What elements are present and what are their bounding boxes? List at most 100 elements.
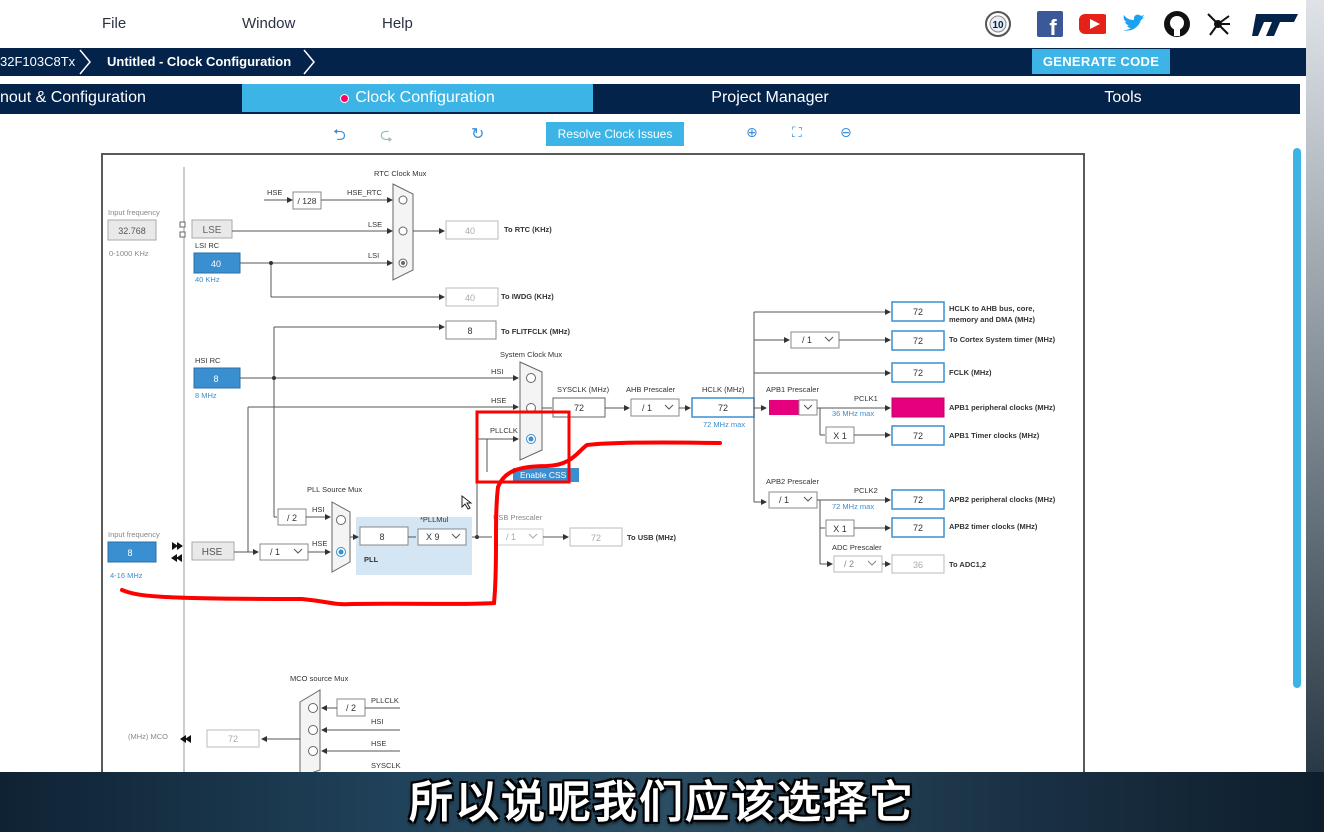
apb2-prescaler-select[interactable] bbox=[768, 491, 818, 509]
hse-rtc-label: HSE_RTC bbox=[347, 188, 382, 197]
mco-hsi-label: HSI bbox=[371, 717, 384, 726]
output-field[interactable] bbox=[891, 425, 945, 446]
output-value: 72 bbox=[913, 307, 923, 317]
zoom-in-icon[interactable]: ⊕ bbox=[746, 124, 758, 140]
tab-clock-configuration[interactable]: Clock Configuration bbox=[242, 84, 593, 112]
breadcrumb-project[interactable]: Untitled - Clock Configuration bbox=[107, 54, 292, 69]
generate-code-button[interactable]: GENERATE CODE bbox=[1032, 49, 1170, 74]
pll-mux-hse-label: HSE bbox=[312, 539, 327, 548]
pll-input-value: 8 bbox=[379, 532, 384, 542]
pll-block bbox=[356, 517, 472, 575]
resolve-clock-issues-button[interactable]: Resolve Clock Issues bbox=[546, 122, 684, 146]
sys-mux-hse-label: HSE bbox=[491, 396, 506, 405]
sys-mux-radio-hsi[interactable] bbox=[526, 373, 536, 383]
ahb-prescaler-select[interactable] bbox=[630, 398, 680, 417]
iwdg-output-field[interactable] bbox=[445, 287, 499, 307]
pll-source-mux-label: PLL Source Mux bbox=[307, 485, 362, 494]
output-field[interactable] bbox=[891, 517, 945, 538]
facebook-icon[interactable]: f bbox=[1036, 10, 1064, 38]
menu-help[interactable]: Help bbox=[382, 15, 413, 32]
st-logo-icon[interactable] bbox=[1250, 10, 1300, 38]
ahb-prescaler-value: / 1 bbox=[642, 403, 652, 413]
fit-screen-icon[interactable]: ⛶ bbox=[792, 124, 802, 140]
hse-box-label: HSE bbox=[202, 547, 223, 558]
svg-text:10: 10 bbox=[992, 20, 1004, 31]
lse-box bbox=[191, 219, 233, 239]
pclk1-label: PCLK1 bbox=[854, 394, 878, 403]
network-icon[interactable] bbox=[1204, 10, 1232, 38]
usb-output-label: To USB (MHz) bbox=[627, 533, 677, 542]
flitfclk-output-field[interactable] bbox=[445, 320, 497, 340]
hclk-value: 72 bbox=[718, 403, 728, 413]
vertical-scrollbar[interactable] bbox=[1293, 148, 1301, 688]
twitter-icon[interactable] bbox=[1120, 10, 1148, 38]
rtc-lsi-label: LSI bbox=[368, 251, 379, 260]
window-edge bbox=[1306, 0, 1324, 832]
output-label: To Cortex System timer (MHz) bbox=[949, 335, 1056, 344]
rtc-output-value: 40 bbox=[465, 226, 475, 236]
lse-input-field[interactable] bbox=[107, 219, 157, 241]
adc-prescaler-select[interactable] bbox=[833, 555, 883, 573]
rtc-output-field[interactable] bbox=[445, 220, 499, 240]
mco-radio-hsi[interactable] bbox=[308, 725, 318, 735]
output-field[interactable] bbox=[891, 301, 945, 322]
hse-input-field[interactable] bbox=[107, 541, 157, 563]
mco-pllclk-label: PLLCLK bbox=[371, 696, 399, 705]
anniversary-badge-icon[interactable]: 10 bbox=[984, 10, 1012, 38]
refresh-icon[interactable]: ↻ bbox=[471, 126, 485, 143]
cortex-div-select[interactable] bbox=[790, 331, 840, 349]
rtc-radio-lse[interactable] bbox=[398, 226, 408, 236]
zoom-out-icon[interactable]: ⊖ bbox=[840, 124, 852, 140]
mco-div2-value: / 2 bbox=[346, 703, 356, 713]
pll-input-field[interactable] bbox=[359, 526, 409, 546]
output-field-error[interactable] bbox=[891, 397, 945, 418]
video-subtitle: 所以说呢我们应该选择它 bbox=[409, 778, 915, 827]
output-field[interactable] bbox=[891, 362, 945, 383]
lsi-rc-label: LSI RC bbox=[195, 241, 220, 250]
usb-prescaler-label: USB Prescaler bbox=[493, 513, 543, 522]
usb-prescaler-select[interactable] bbox=[494, 528, 544, 546]
tab-pinout[interactable]: nout & Configuration bbox=[0, 84, 240, 112]
output-label: APB1 Timer clocks (MHz) bbox=[949, 431, 1040, 440]
tab-project-manager[interactable]: Project Manager bbox=[595, 84, 945, 112]
rtc-radio-hse[interactable] bbox=[398, 195, 408, 205]
output-value: 72 bbox=[913, 495, 923, 505]
breadcrumb-device[interactable]: 32F103C8Tx bbox=[0, 54, 76, 69]
tab-tools-label: Tools bbox=[1104, 89, 1142, 106]
github-icon[interactable] bbox=[1163, 10, 1191, 38]
apb2-timer-output: 72 APB2 timer clocks (MHz) bbox=[891, 517, 1038, 538]
mco-output-field[interactable] bbox=[206, 729, 260, 748]
hse-div-select[interactable] bbox=[259, 543, 309, 561]
output-field[interactable] bbox=[891, 330, 945, 351]
video-background bbox=[0, 772, 1324, 832]
mco-radio-hse[interactable] bbox=[308, 746, 318, 756]
cortex-div-value: / 1 bbox=[802, 335, 812, 345]
iwdg-output-value: 40 bbox=[465, 293, 475, 303]
apb1-timer-mult-value: X 1 bbox=[833, 431, 847, 441]
redo-icon[interactable]: ⮎ bbox=[380, 127, 393, 144]
youtube-icon[interactable] bbox=[1078, 10, 1106, 38]
usb-output-field[interactable] bbox=[569, 527, 623, 547]
apb2-prescaler-value: / 1 bbox=[779, 495, 789, 505]
mco-label: (MHz) MCO bbox=[128, 732, 168, 741]
tab-tools[interactable]: Tools bbox=[947, 84, 1299, 112]
tab-clock-label: Clock Configuration bbox=[355, 89, 495, 106]
menu-file[interactable]: File bbox=[102, 15, 127, 32]
enable-css-button[interactable] bbox=[513, 468, 579, 482]
pllmul-select[interactable] bbox=[417, 528, 467, 546]
output-value: 72 bbox=[913, 336, 923, 346]
apb1-prescaler-select[interactable] bbox=[769, 400, 799, 415]
adc-output: 36 To ADC1,2 bbox=[891, 554, 986, 574]
clock-diagram: Input frequency 32.768 0-1000 KHz LSE LS… bbox=[101, 153, 1085, 775]
tab-bar: nout & Configuration Clock Configuration… bbox=[0, 84, 1300, 114]
undo-icon[interactable]: ⮌ bbox=[333, 127, 346, 144]
menu-window[interactable]: Window bbox=[242, 15, 296, 32]
annotation-overlay bbox=[120, 410, 722, 607]
output-field[interactable] bbox=[891, 489, 945, 510]
mco-radio-pllclk[interactable] bbox=[308, 703, 318, 713]
mouse-cursor-icon bbox=[461, 494, 473, 510]
pll-mux-hsi-label: HSI bbox=[312, 505, 325, 514]
pll-mux-radio-hsi[interactable] bbox=[336, 515, 346, 525]
output-field[interactable] bbox=[891, 554, 945, 574]
sys-mux-pllclk-label: PLLCLK bbox=[490, 426, 518, 435]
